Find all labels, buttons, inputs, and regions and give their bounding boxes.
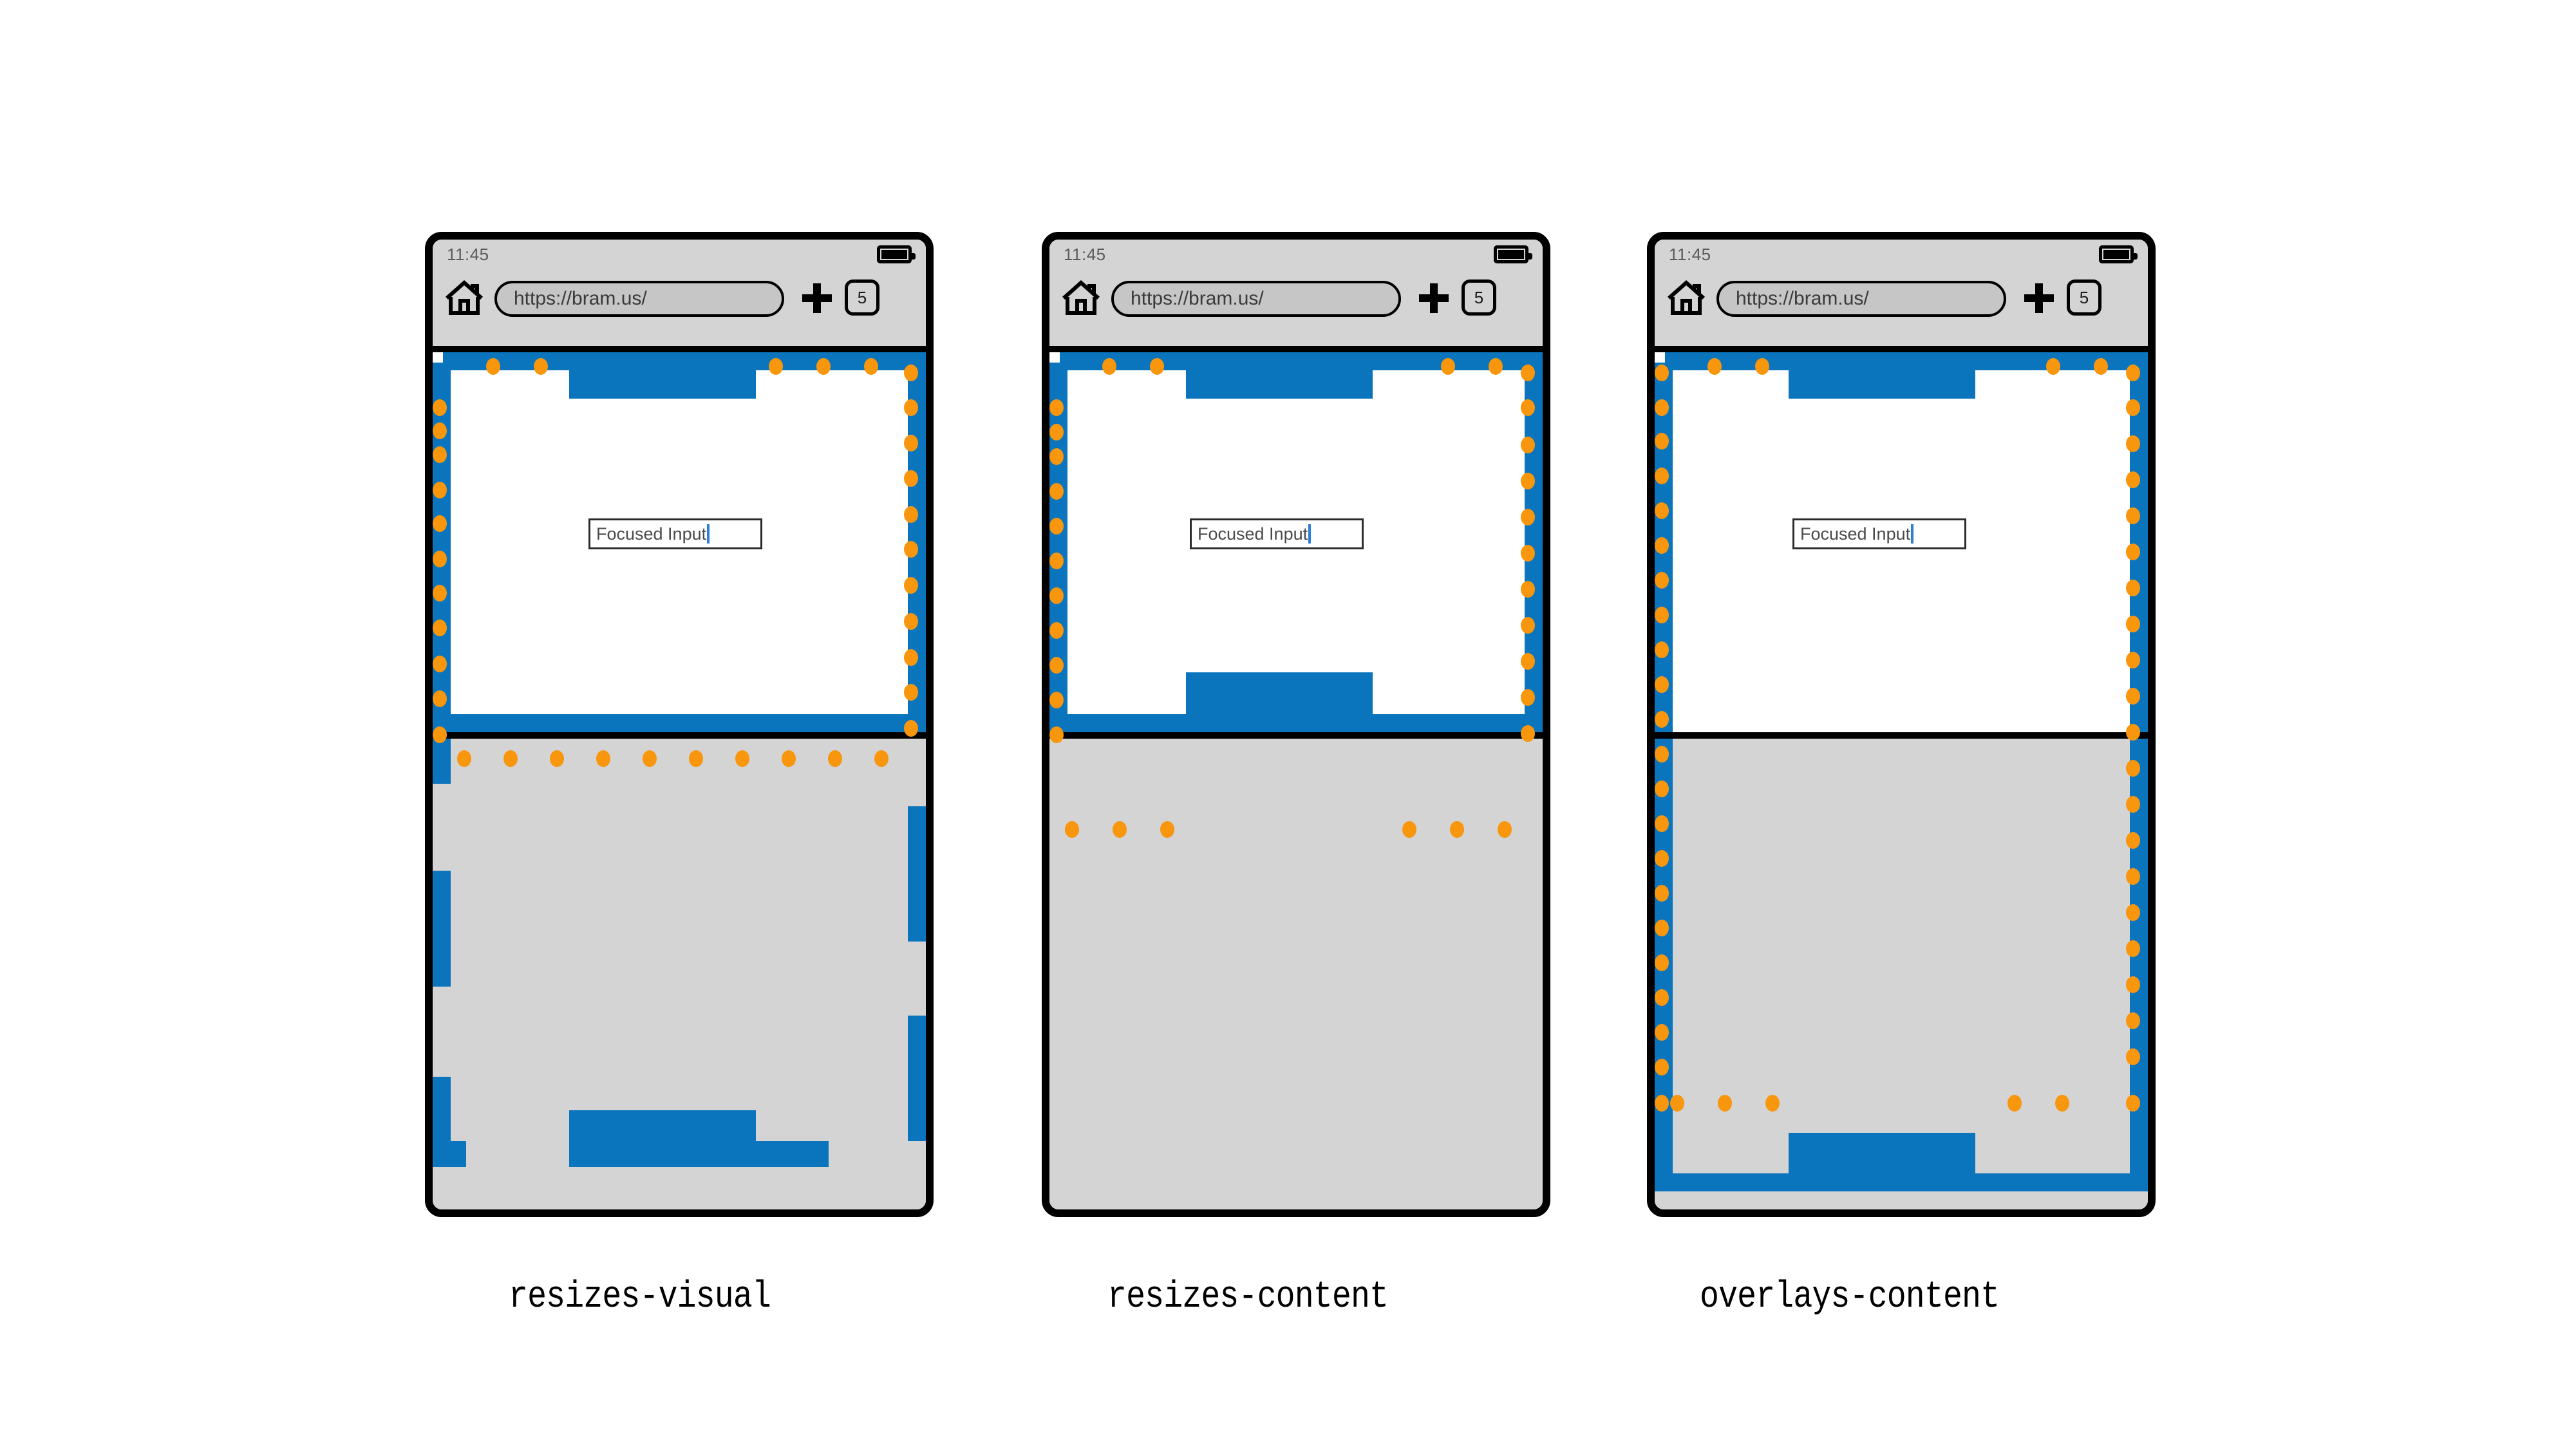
url-text: https://bram.us/ bbox=[1131, 288, 1264, 309]
status-bar: 11:45 bbox=[1049, 240, 1543, 270]
viewport-block-bottom bbox=[1186, 672, 1373, 732]
viewport-ribbon-right-b bbox=[908, 1016, 926, 1141]
battery-full-icon bbox=[1494, 245, 1532, 263]
keyboard-divider bbox=[1049, 732, 1543, 739]
focused-input-value: Focused Input bbox=[1800, 524, 1911, 544]
phone-resizes-content: 11:45 https://bram.us/ 5 bbox=[1042, 232, 1550, 1217]
caption-resizes-content: resizes-content bbox=[1107, 1276, 1389, 1318]
focused-input-value: Focused Input bbox=[1198, 524, 1308, 544]
viewport-block-bottom bbox=[569, 1110, 756, 1167]
home-icon[interactable] bbox=[444, 278, 484, 317]
plus-icon[interactable] bbox=[802, 283, 832, 313]
browser-toolbar: https://bram.us/ 5 bbox=[433, 270, 926, 341]
tab-count-button[interactable]: 5 bbox=[1462, 279, 1496, 316]
viewport-block-top bbox=[1186, 352, 1373, 399]
browser-toolbar: https://bram.us/ 5 bbox=[1655, 270, 2148, 341]
viewport-origin-notch bbox=[433, 352, 443, 363]
browser-toolbar: https://bram.us/ 5 bbox=[1049, 270, 1543, 341]
keyboard-divider bbox=[1655, 732, 2148, 739]
home-icon[interactable] bbox=[1666, 278, 1706, 317]
viewport-origin-notch bbox=[1655, 352, 1665, 363]
focused-input[interactable]: Focused Input bbox=[588, 518, 762, 549]
home-icon[interactable] bbox=[1061, 278, 1101, 317]
battery-full-icon bbox=[2099, 245, 2138, 263]
viewport-block-top bbox=[569, 352, 756, 399]
phone-resizes-visual: 11:45 https://bram.us/ 5 bbox=[425, 232, 934, 1217]
viewport-ribbon-right-cont bbox=[2130, 739, 2148, 1191]
keyboard-pane bbox=[1049, 739, 1543, 1209]
url-bar[interactable]: https://bram.us/ bbox=[1716, 281, 2006, 317]
focused-input[interactable]: Focused Input bbox=[1190, 518, 1364, 549]
url-bar[interactable]: https://bram.us/ bbox=[1111, 281, 1401, 317]
plus-icon[interactable] bbox=[2024, 283, 2054, 313]
keyboard-divider bbox=[433, 732, 926, 739]
caption-resizes-visual: resizes-visual bbox=[509, 1276, 771, 1318]
text-caret bbox=[1308, 524, 1312, 544]
status-clock: 11:45 bbox=[1669, 245, 1711, 264]
status-bar: 11:45 bbox=[1655, 240, 2148, 270]
url-text: https://bram.us/ bbox=[514, 288, 647, 309]
viewport-ribbon-left-b bbox=[433, 871, 451, 987]
browser-chrome: 11:45 https://bram.us/ 5 bbox=[1655, 240, 2148, 352]
status-clock: 11:45 bbox=[447, 245, 489, 264]
viewport-block-top bbox=[1789, 352, 1975, 399]
text-caret bbox=[707, 524, 710, 544]
text-caret bbox=[1911, 524, 1914, 544]
viewport-origin-notch bbox=[1049, 352, 1060, 363]
content-pane: Focused Input bbox=[1049, 352, 1543, 732]
viewport-ribbon-right-a bbox=[908, 806, 926, 942]
focused-input[interactable]: Focused Input bbox=[1792, 518, 1966, 549]
viewport-ribbon-bottom bbox=[433, 714, 926, 732]
viewport-block-bottom bbox=[1789, 1133, 1975, 1191]
plus-icon[interactable] bbox=[1419, 283, 1449, 313]
url-text: https://bram.us/ bbox=[1736, 288, 1869, 309]
focused-input-value: Focused Input bbox=[596, 524, 707, 544]
caption-overlays-content: overlays-content bbox=[1700, 1276, 2000, 1318]
viewport-ribbon-left-foot bbox=[433, 1141, 466, 1167]
status-bar: 11:45 bbox=[433, 240, 926, 270]
browser-chrome: 11:45 https://bram.us/ 5 bbox=[1049, 240, 1543, 352]
tab-count-button[interactable]: 5 bbox=[2067, 279, 2101, 316]
tab-count-button[interactable]: 5 bbox=[845, 279, 879, 316]
keyboard-pane bbox=[433, 739, 926, 1209]
browser-chrome: 11:45 https://bram.us/ 5 bbox=[433, 240, 926, 352]
status-clock: 11:45 bbox=[1064, 245, 1106, 264]
content-pane: Focused Input bbox=[1655, 352, 2148, 732]
keyboard-pane bbox=[1655, 739, 2148, 1209]
viewport-block-bottom-tail bbox=[756, 1141, 829, 1167]
battery-full-icon bbox=[877, 245, 916, 263]
url-bar[interactable]: https://bram.us/ bbox=[494, 281, 784, 317]
viewport-ribbon-left-a bbox=[433, 739, 451, 784]
content-pane: Focused Input bbox=[433, 352, 926, 732]
phone-overlays-content: 11:45 https://bram.us/ 5 bbox=[1647, 232, 2156, 1217]
